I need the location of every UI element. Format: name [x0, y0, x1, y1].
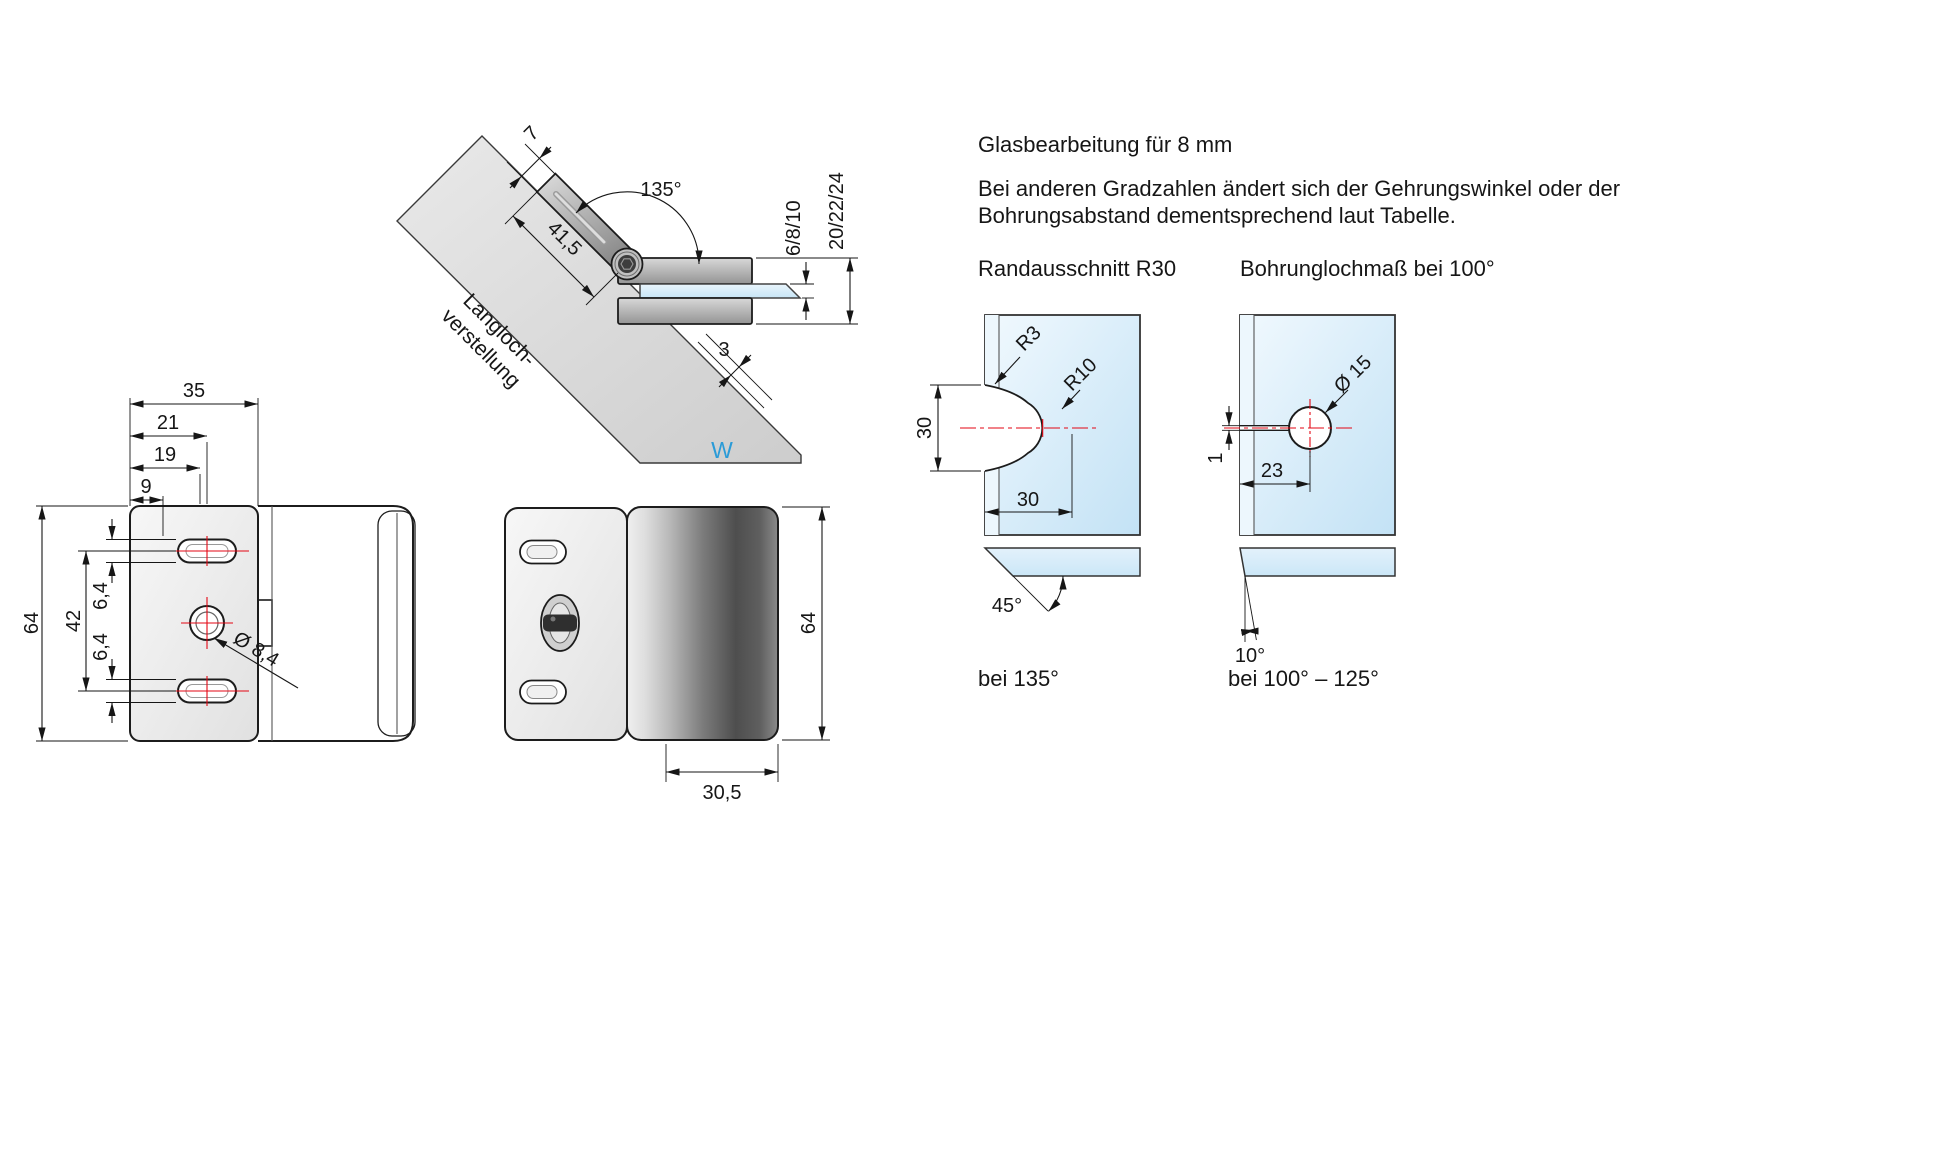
hinge-body-outline — [258, 505, 414, 742]
dim-label-19: 19 — [154, 444, 176, 466]
dim-label-45: 45° — [992, 595, 1022, 617]
heading-cutout: Randausschnitt R30 — [978, 256, 1176, 281]
dim-label-slot-top: 6,4 — [90, 582, 112, 610]
bevel-annotation-45: 45° — [992, 575, 1067, 617]
clamp-body — [626, 506, 779, 741]
dim-label-10: 10° — [1235, 645, 1265, 667]
clamp-plate-lower — [617, 297, 753, 325]
hole-view: Ø 15 1 23 10° bei 100° – 125° — [1205, 314, 1396, 691]
dim-slot-bottom-64: 6,4 — [90, 633, 176, 723]
dim-label-42: 42 — [63, 610, 85, 632]
dim-label-35: 35 — [183, 380, 205, 402]
dim-label-23: 23 — [1261, 460, 1283, 482]
cutout-view: 30 30 R3 R10 45° bei 135° — [914, 314, 1141, 691]
wall-section — [396, 135, 802, 464]
dim-label-depth-30: 30 — [1017, 489, 1039, 511]
bevel-annotation-10: 10° — [1235, 575, 1265, 667]
notes: Glasbearbeitung für 8 mm Bei anderen Gra… — [978, 132, 1620, 281]
dim-slot-top-64: 6,4 — [90, 519, 176, 610]
heading-hole: Bohrunglochmaß bei 100° — [1240, 256, 1495, 281]
dim-label-slot-bottom: 6,4 — [90, 633, 112, 661]
dim-clamp-height: 20/22/24 — [756, 172, 858, 325]
note-title: Glasbearbeitung für 8 mm — [978, 132, 1232, 157]
dim-19: 19 — [130, 444, 201, 504]
dim-label-cut-1: 1 — [1205, 452, 1227, 463]
dim-label-30-5: 30,5 — [703, 782, 742, 804]
dim-wall-gap: 3 — [697, 333, 773, 409]
wall-label: W — [711, 437, 733, 463]
dim-label-wall-gap: 3 — [718, 339, 729, 361]
note-body-line2: Bohrungsabstand dementsprechend laut Tab… — [978, 203, 1456, 228]
caption-cutout: bei 135° — [978, 666, 1059, 691]
bevel-strip-45 — [983, 547, 1141, 577]
clamp-edge-outline — [377, 510, 416, 737]
dim-cutout-mouth-30: 30 — [914, 384, 981, 472]
dim-opening-angle: 135° — [575, 179, 703, 265]
dim-label-glass-thickness: 6/8/10 — [783, 200, 805, 256]
front-view: 35 21 19 9 64 42 — [21, 380, 416, 742]
dim-label-side-64: 64 — [798, 612, 820, 634]
note-body-line1: Bei anderen Gradzahlen ändert sich der G… — [978, 176, 1620, 201]
caption-hole: bei 100° – 125° — [1228, 666, 1379, 691]
dim-9: 9 — [130, 476, 164, 536]
dim-offset-23: 23 — [1240, 451, 1311, 492]
dim-label-arm-thickness: 7 — [520, 122, 543, 145]
slot-top-side-inner — [526, 545, 558, 559]
side-view: 64 30,5 — [504, 506, 830, 804]
glass-pane — [639, 283, 802, 299]
dim-height-64: 64 — [21, 505, 128, 742]
centerlines — [165, 536, 249, 706]
dim-label-mouth-30: 30 — [914, 417, 936, 439]
dim-label-9: 9 — [140, 476, 151, 498]
dim-21: 21 — [130, 412, 208, 504]
dim-cutout-depth-30: 30 — [985, 434, 1073, 518]
dim-cut-1: 1 — [1205, 406, 1240, 464]
dim-slot-spacing-42: 42 — [63, 550, 176, 692]
bevel-strip-10 — [1239, 547, 1396, 577]
dim-label-21: 21 — [157, 412, 179, 434]
dim-side-height-64: 64 — [782, 506, 830, 741]
pivot-highlight — [550, 616, 556, 622]
dim-label-opening-angle: 135° — [640, 179, 681, 201]
dim-label-64: 64 — [21, 612, 43, 634]
dim-width-35: 35 — [129, 380, 259, 506]
dim-glass-thickness: 6/8/10 — [783, 200, 814, 320]
assembly-view: 7 41,5 135° 6/8/10 20/22/24 — [396, 122, 858, 464]
dim-depth-30-5: 30,5 — [665, 744, 779, 804]
slot-bottom-side-inner — [526, 685, 558, 699]
pivot-screw-slot — [543, 614, 577, 632]
dim-label-clamp-height: 20/22/24 — [826, 172, 848, 250]
